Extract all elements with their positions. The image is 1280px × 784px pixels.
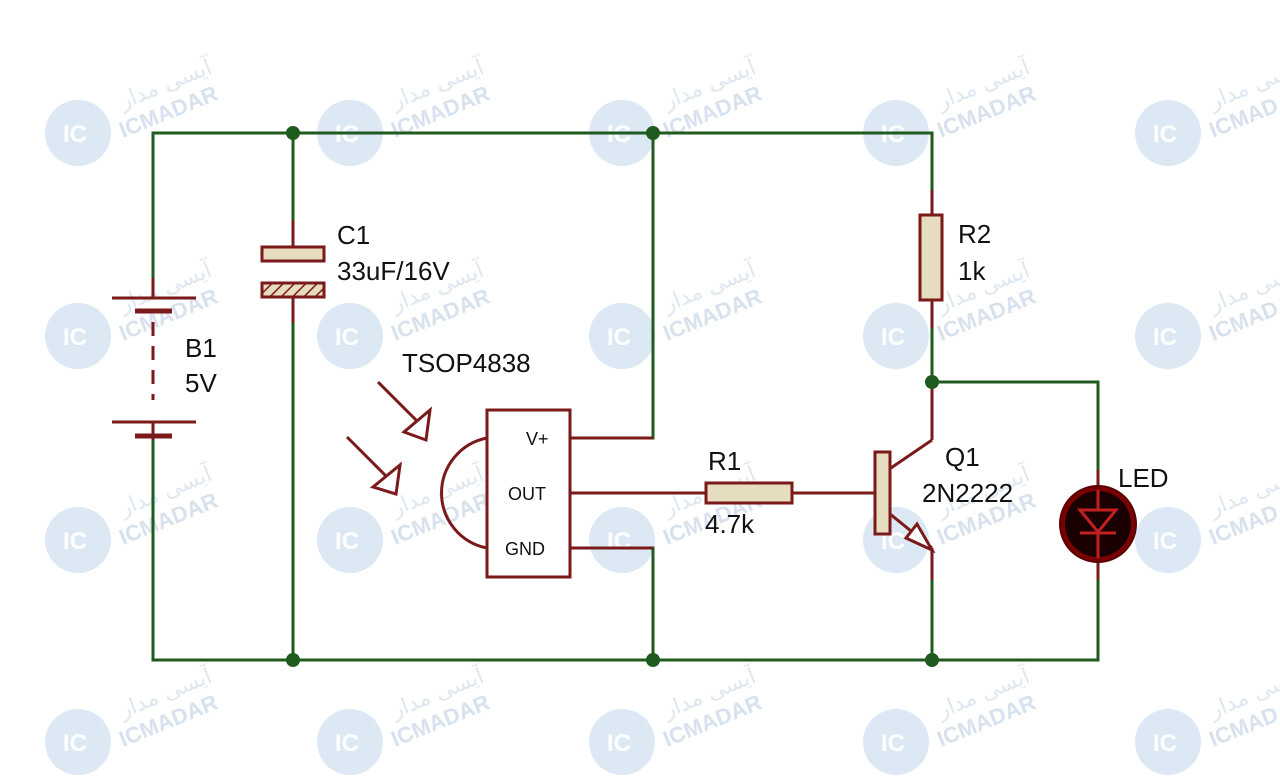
svg-text:IC: IC (881, 324, 905, 351)
transistor-base-bar (873, 450, 892, 536)
tsop-pin-out-label: OUT (508, 484, 546, 504)
junction-dot (286, 653, 300, 667)
resistor-r1 (704, 481, 794, 505)
capacitor-value-label: 33uF/16V (337, 256, 450, 286)
junction-dot (646, 653, 660, 667)
led-name-label: LED (1118, 463, 1169, 493)
svg-text:IC: IC (63, 730, 87, 757)
capacitor-name-label: C1 (337, 220, 370, 250)
capacitor-plate-top (260, 245, 326, 263)
capacitor-c1 (260, 245, 326, 299)
junction-dot (925, 653, 939, 667)
junction-dots (286, 126, 939, 667)
svg-text:IC: IC (881, 730, 905, 757)
resistor-r1-name-label: R1 (708, 446, 741, 476)
ir-receiver-tsop (345, 380, 572, 579)
svg-text:IC: IC (63, 121, 87, 148)
svg-text:IC: IC (63, 324, 87, 351)
svg-text:IC: IC (1153, 528, 1177, 555)
svg-text:IC: IC (1153, 121, 1177, 148)
led (1059, 485, 1137, 563)
svg-text:IC: IC (607, 730, 631, 757)
ir-light-arrows-icon (345, 380, 433, 496)
transistor-value-label: 2N2222 (922, 478, 1013, 508)
svg-text:IC: IC (335, 730, 359, 757)
component-leads (151, 190, 1100, 580)
tsop-lens-dome (440, 436, 488, 550)
svg-text:IC: IC (63, 528, 87, 555)
capacitor-plate-bottom (260, 281, 326, 299)
tsop-name-label: TSOP4838 (402, 348, 531, 378)
svg-text:IC: IC (607, 324, 631, 351)
led-diode-icon (1076, 490, 1120, 558)
svg-text:IC: IC (335, 528, 359, 555)
junction-dot (925, 375, 939, 389)
battery-value-label: 5V (185, 368, 217, 398)
svg-text:IC: IC (335, 324, 359, 351)
wires (151, 131, 1100, 662)
svg-text:IC: IC (607, 528, 631, 555)
tsop-body (485, 408, 572, 579)
resistor-r2-name-label: R2 (958, 219, 991, 249)
battery-name-label: B1 (185, 333, 217, 363)
resistor-r2 (918, 213, 944, 302)
transistor-q1 (873, 450, 936, 554)
svg-text:IC: IC (1153, 324, 1177, 351)
tsop-pin-gnd-label: GND (505, 539, 545, 559)
junction-dot (646, 126, 660, 140)
tsop-pin-vplus-label: V+ (526, 429, 549, 449)
resistor-r1-value-label: 4.7k (705, 509, 755, 539)
transistor-emitter-arrow-icon (903, 521, 936, 554)
battery-b1 (112, 296, 196, 439)
junction-dot (286, 126, 300, 140)
resistor-r2-value-label: 1k (958, 256, 986, 286)
svg-text:IC: IC (1153, 730, 1177, 757)
transistor-name-label: Q1 (945, 442, 980, 472)
